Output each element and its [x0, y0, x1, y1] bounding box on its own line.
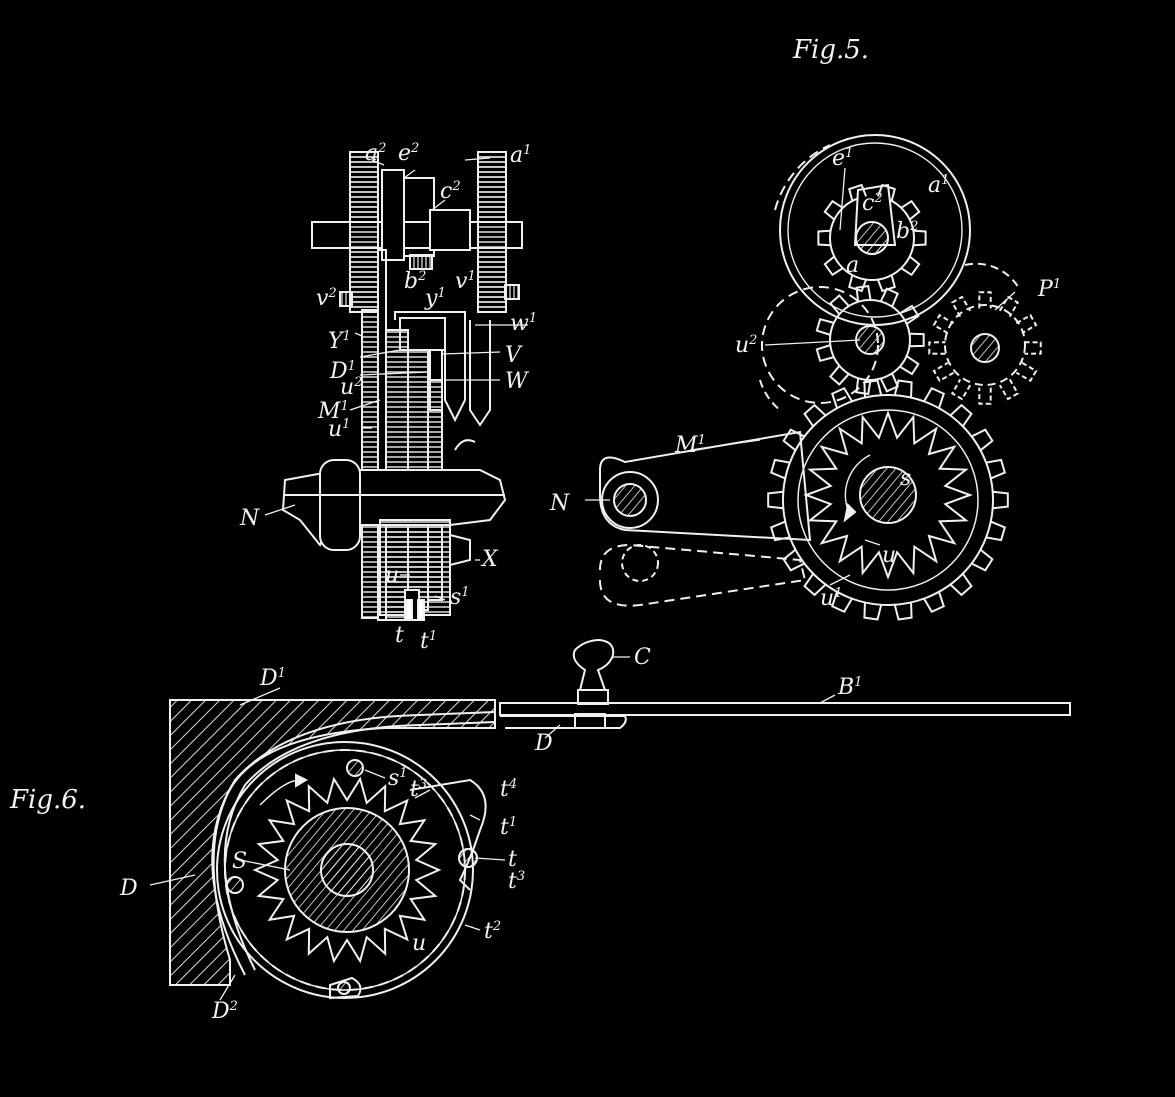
fig6-ratchet-teeth	[252, 776, 442, 964]
svg-text:u: u	[882, 543, 896, 568]
svg-text:s1: s1	[450, 585, 470, 610]
svg-text:c2: c2	[440, 179, 461, 204]
svg-text:u: u	[412, 931, 426, 956]
gear-b2-teeth	[817, 183, 927, 293]
svg-text:N: N	[549, 491, 570, 516]
svg-text:a1: a1	[928, 173, 949, 198]
svg-text:e2: e2	[398, 141, 419, 166]
svg-text:t: t	[508, 847, 517, 872]
svg-text:S: S	[232, 849, 247, 874]
svg-text:t4: t4	[500, 777, 517, 802]
svg-text:b2: b2	[896, 219, 918, 244]
svg-text:u1: u1	[820, 586, 842, 611]
fig5-gear-teeth	[767, 183, 1042, 621]
bar-B1	[499, 702, 1071, 716]
ratchet-wheel-u1	[782, 394, 994, 606]
svg-text:X: X	[480, 547, 499, 572]
svg-text:a1: a1	[510, 143, 531, 168]
svg-text:y1: y1	[424, 286, 446, 311]
svg-text:u1: u1	[328, 417, 350, 442]
fig6-labels: Fig.6. C D1 B1 D s1 t3 t4 t1 S t t3 D u …	[9, 645, 862, 1024]
svg-text:D2: D2	[211, 999, 238, 1024]
svg-text:C: C	[634, 645, 651, 670]
svg-text:u2: u2	[340, 375, 362, 400]
svg-text:Y1: Y1	[328, 329, 351, 354]
svg-text:D: D	[534, 731, 553, 756]
shaft-N	[613, 483, 647, 517]
svg-text:D: D	[119, 876, 138, 901]
svg-text:v2: v2	[316, 286, 337, 311]
side-leaders	[264, 157, 528, 601]
fig6-assembly	[169, 638, 1071, 1000]
svg-text:V: V	[505, 343, 523, 368]
gear-P1-teeth	[928, 291, 1042, 405]
svg-text:t1: t1	[420, 629, 437, 654]
side-elevation-mechanism	[281, 151, 523, 621]
svg-text:D1: D1	[259, 666, 286, 691]
svg-text:b2: b2	[404, 269, 426, 294]
fig6-title: Fig.6.	[9, 785, 86, 815]
svg-text:s1: s1	[388, 766, 408, 791]
side-labels: a2 e2 a1 c2 b2 v2 v1 y1 w1 Y1 V D1 u2 W …	[239, 141, 537, 654]
svg-text:t3: t3	[410, 777, 427, 802]
pawl-t1	[409, 778, 487, 891]
strip-D	[211, 711, 496, 976]
fig5-labels: Fig.5. e1 a1 c2 b2 a P1 u2 M1 N s u u1	[549, 35, 1061, 611]
ratchet-wheel-saw	[252, 776, 442, 964]
ratchet-u-saw	[803, 410, 973, 580]
svg-text:a2: a2	[365, 141, 386, 166]
shaft-s	[859, 466, 917, 524]
gear-u1-teeth	[767, 379, 1009, 621]
fig5-gear-train	[599, 134, 1026, 607]
svg-text:w1: w1	[510, 311, 537, 336]
svg-text:u: u	[385, 563, 399, 588]
gear-P1	[944, 304, 1026, 386]
disc-t2	[216, 741, 474, 999]
svg-text:c2: c2	[862, 191, 883, 216]
svg-text:a: a	[846, 253, 859, 278]
svg-text:s: s	[900, 466, 911, 491]
svg-text:v1: v1	[455, 269, 476, 294]
fig6-leaders	[149, 656, 836, 1001]
gear-center-teeth	[815, 284, 925, 396]
svg-text:t: t	[395, 623, 404, 648]
svg-text:D1: D1	[329, 359, 356, 384]
svg-text:e1: e1	[832, 146, 853, 171]
svg-text:P1: P1	[1037, 277, 1061, 302]
knob-C	[572, 638, 615, 705]
svg-text:t2: t2	[484, 919, 501, 944]
cam-e2	[381, 169, 405, 261]
svg-text:M1: M1	[674, 433, 706, 458]
svg-text:N: N	[239, 506, 260, 531]
svg-text:u2: u2	[735, 333, 757, 358]
svg-text:M1: M1	[317, 399, 349, 424]
fig5-leaders	[585, 167, 1016, 586]
svg-text:B1: B1	[837, 675, 862, 700]
svg-text:W: W	[505, 369, 530, 394]
svg-text:t1: t1	[500, 815, 517, 840]
svg-text:t3: t3	[508, 869, 525, 894]
fig5-title: Fig.5.	[792, 35, 869, 65]
